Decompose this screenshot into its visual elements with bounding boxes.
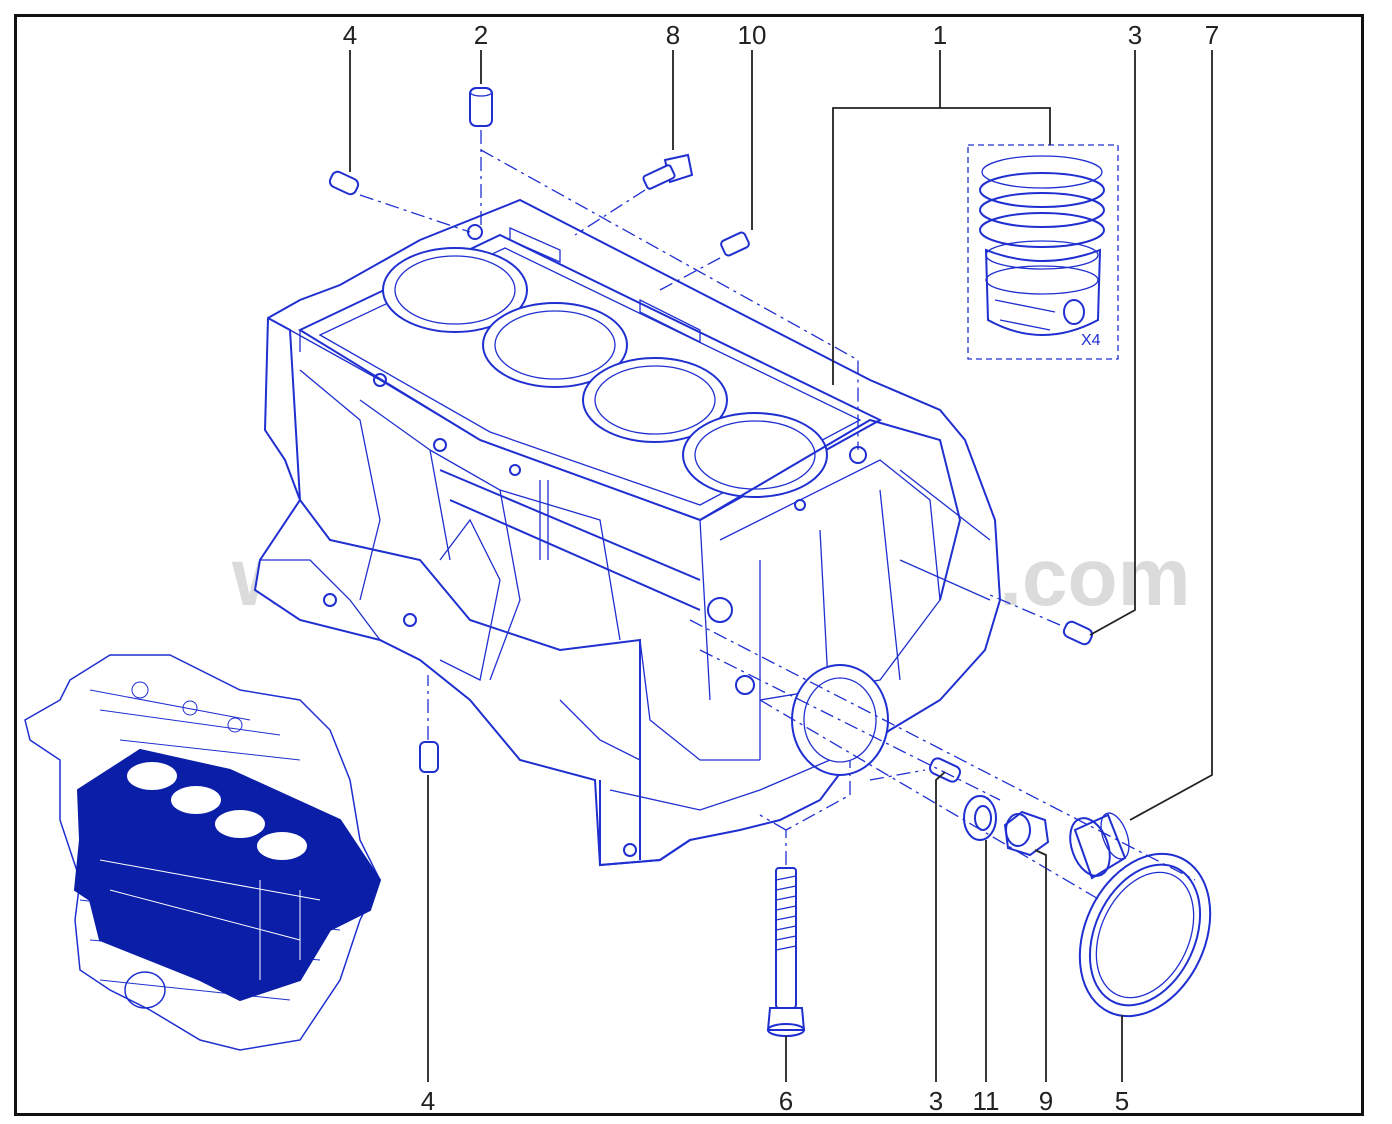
dowel-pin-4-top[interactable] <box>328 170 360 196</box>
callout-7: 7 <box>1205 20 1219 50</box>
callout-8: 8 <box>666 20 680 50</box>
callout-4-top: 4 <box>343 20 357 50</box>
dashline-10 <box>659 257 721 291</box>
dowel-pin-3-bottom[interactable] <box>928 756 962 783</box>
leader-lines <box>349 50 1213 1082</box>
dashline-3-right <box>989 594 1061 626</box>
threaded-plug-9[interactable] <box>1003 810 1050 857</box>
dashline-4-top <box>359 194 471 233</box>
oil-seal-5[interactable] <box>1055 833 1236 1038</box>
long-bolt-6[interactable] <box>766 867 806 1037</box>
callout-1: 1 <box>933 20 947 50</box>
callout-6: 6 <box>779 1086 793 1116</box>
plug-10[interactable] <box>720 231 750 257</box>
callout-numbers: 4 2 8 10 1 3 7 4 6 3 11 9 5 <box>343 20 1219 1116</box>
callout-4-bottom: 4 <box>421 1086 435 1116</box>
dashline-6b <box>759 814 787 831</box>
dowel-pin-4-bottom[interactable] <box>419 741 439 773</box>
axis-line-d <box>869 769 926 781</box>
sleeve-7[interactable] <box>1063 809 1135 881</box>
axis-line-b <box>699 649 1001 801</box>
callout-5: 5 <box>1115 1086 1129 1116</box>
callout-3-top: 3 <box>1128 20 1142 50</box>
dowel-pin-2[interactable] <box>469 87 493 127</box>
inset-engine-locator <box>24 654 382 1051</box>
bolt-8[interactable] <box>642 153 694 190</box>
dowel-pin-3-right[interactable] <box>1062 620 1094 646</box>
callout-9: 9 <box>1039 1086 1053 1116</box>
axis-line-c <box>759 699 1101 901</box>
dashline-8 <box>574 189 646 236</box>
callout-3-bottom: 3 <box>929 1086 943 1116</box>
callout-10: 10 <box>738 20 767 50</box>
crank-axis-line <box>689 619 1196 881</box>
piston-assembly[interactable]: X4 <box>967 144 1119 360</box>
callout-11: 11 <box>973 1086 1000 1116</box>
washer-11[interactable] <box>963 795 997 841</box>
cylinder-block[interactable] <box>253 198 1002 867</box>
piston-quantity-label: X4 <box>1081 332 1101 349</box>
dashline-2b <box>480 149 859 450</box>
callout-2: 2 <box>474 20 488 50</box>
